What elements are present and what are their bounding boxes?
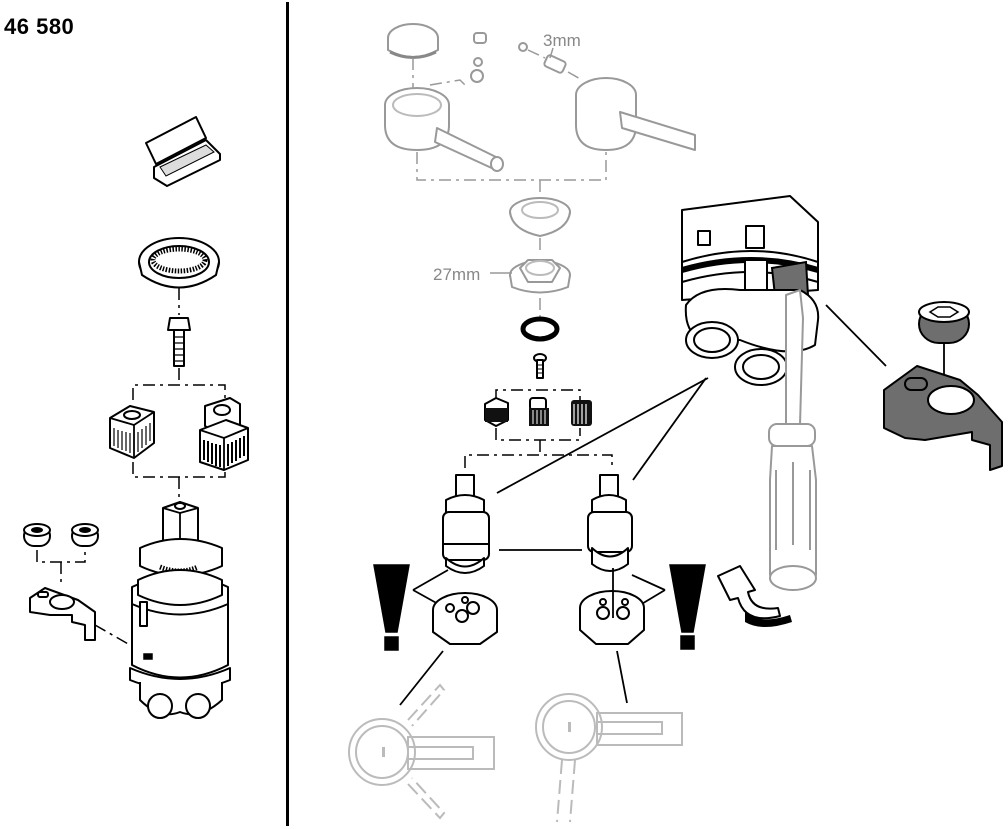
cap-icon — [387, 23, 439, 59]
grease-box-icon — [145, 116, 221, 187]
rotation-arrow-icon — [717, 565, 792, 627]
set-screw-icon: 3mm — [518, 31, 583, 81]
adapters-icon — [484, 397, 592, 427]
nut-size-label: 27mm — [433, 265, 480, 284]
hex-nut-icon: 27mm — [433, 259, 571, 294]
cartridge-a-icon — [442, 474, 490, 574]
seal-ring-icon — [520, 316, 560, 342]
splined-adapter-icon — [199, 397, 249, 471]
limit-stop-clip-icon — [29, 587, 96, 641]
part-number: 46 580 — [4, 14, 75, 39]
cartridge-b-icon — [587, 474, 633, 572]
lever-handle-round-icon — [384, 87, 504, 172]
screw-size-label: 3mm — [543, 31, 581, 50]
limit-stop-detail-icon — [883, 301, 1003, 471]
cartridge-detail-icon — [681, 195, 820, 386]
limit-stop-icon — [23, 523, 99, 547]
small-screw-icon — [533, 353, 547, 379]
port-base-b-icon — [579, 568, 666, 645]
cartridge-icon — [129, 501, 231, 719]
handle-screw-icon — [470, 32, 487, 83]
warning-left-icon — [373, 564, 410, 651]
handle-position-a-icon — [348, 683, 495, 820]
screwdriver-icon — [768, 289, 817, 591]
screw-icon — [167, 317, 191, 367]
retaining-ring-icon — [138, 237, 220, 289]
port-base-a-icon — [412, 569, 498, 645]
lever-handle-flat-icon — [575, 77, 696, 151]
cover-sleeve-icon — [509, 197, 571, 237]
square-adapter-icon — [109, 405, 155, 459]
warning-right-icon — [669, 564, 706, 650]
handle-position-b-icon — [535, 693, 683, 823]
panel-divider — [286, 2, 289, 826]
